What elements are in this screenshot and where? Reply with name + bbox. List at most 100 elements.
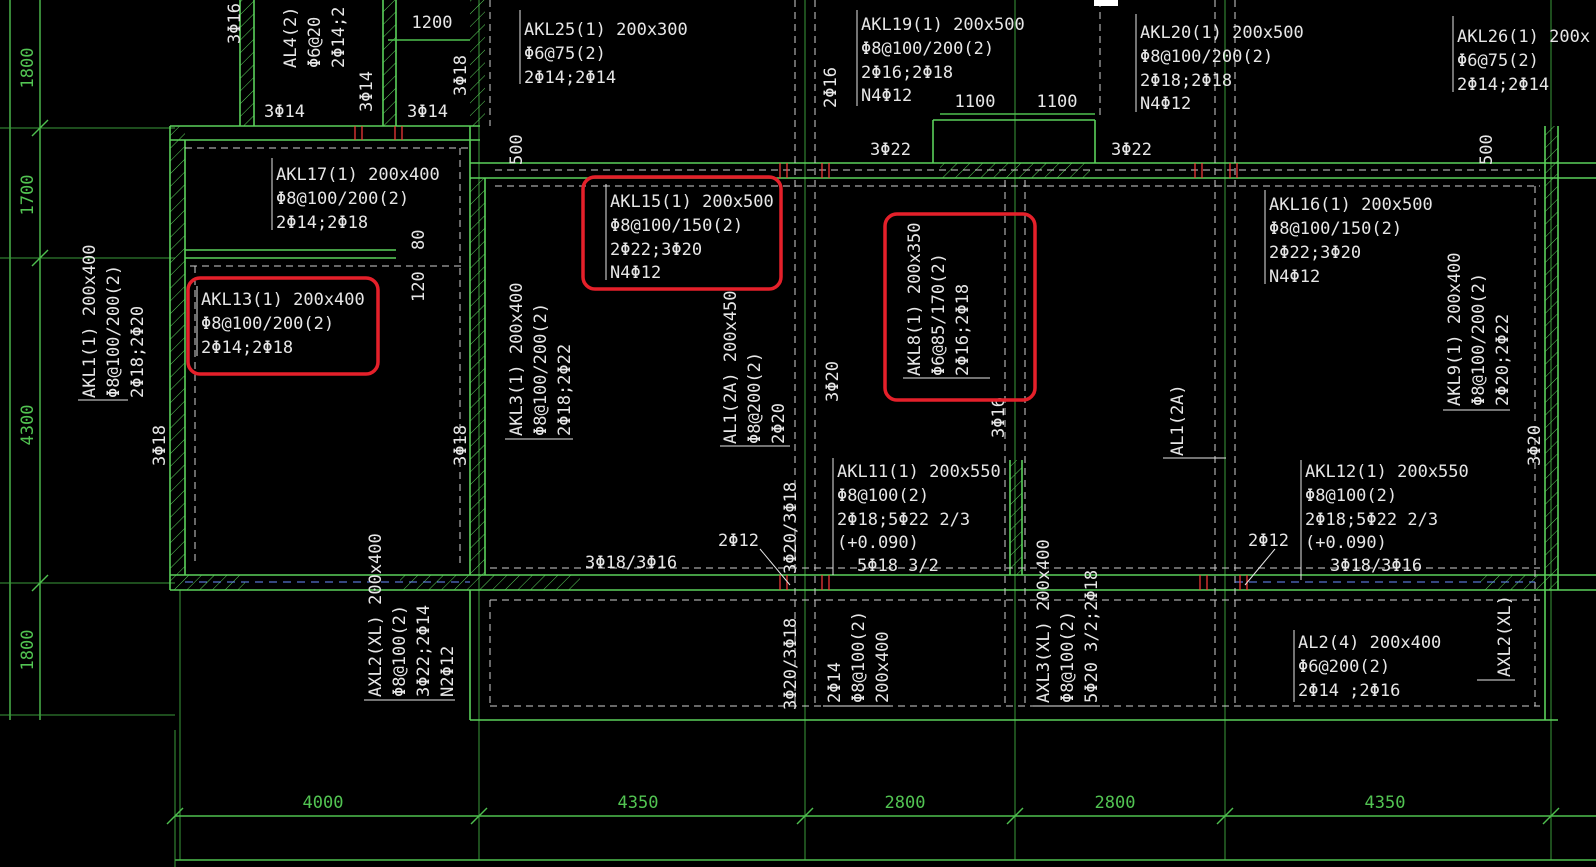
akl12-line-4: (+0.090) [1305, 533, 1387, 553]
left-dimension-labels: 1800 1700 4300 1800 [18, 48, 38, 671]
beam-annotation-akl9[interactable]: AKL9(1) 200x400 Φ8@100/200(2) 2Φ20;2Φ22 [1443, 252, 1513, 411]
dim-left-1800a: 1800 [18, 48, 38, 89]
beam-annotation-akl1[interactable]: AKL1(1) 200x400 Φ8@100/200(2) 2Φ18;2Φ20 [78, 244, 148, 401]
beam-annotation-akl15[interactable]: AKL15(1) 200x500 Φ8@100/150(2) 2Φ22;3Φ20… [605, 184, 774, 283]
beam-outlines-dashed [185, 0, 1540, 707]
akl26-line-1: AKL26(1) 200x [1457, 27, 1590, 47]
beam-annotation-akl3[interactable]: AKL3(1) 200x400 Φ8@100/200(2) 2Φ18;2Φ22 [505, 282, 575, 440]
akl25-line-3: 2Φ14;2Φ14 [524, 68, 616, 88]
rebar-80: 80 [409, 230, 429, 250]
beam-annotation-al2[interactable]: AL2(4) 200x400 Φ6@200(2) 2Φ14 ;2Φ16 [1293, 630, 1441, 702]
akl12-line-2: Φ8@100(2) [1305, 486, 1397, 506]
rebar-3f14-vertical: 3Φ14 [357, 71, 377, 112]
dim-bottom-4000: 4000 [303, 793, 344, 813]
akl15-line-3: 2Φ22;3Φ20 [610, 240, 702, 260]
akl15-line-1: AKL15(1) 200x500 [610, 192, 774, 212]
akl11-line-1: AKL11(1) 200x550 [837, 462, 1001, 482]
beam-annotation-axl2[interactable]: AXL2(XL) 200x400 Φ8@100(2) 3Φ22;2Φ14 N2Φ… [364, 533, 458, 701]
al1b-line-1: AL1(2A) [1168, 384, 1188, 456]
rebar-3f20-3f18-a: 3Φ20/3Φ18 [781, 482, 801, 574]
beam-annotation-akl19[interactable]: AKL19(1) 200x500 Φ8@100/200(2) 2Φ16;2Φ18… [856, 10, 1025, 106]
beam-annotation-axl2-right[interactable]: AXL2(XL) [1477, 595, 1515, 681]
rebar-3f20-3f18-b: 3Φ20/3Φ18 [781, 618, 801, 710]
highlight-akl13 [186, 276, 380, 376]
akl9-line-3: 2Φ20;2Φ22 [1493, 314, 1513, 406]
akl12-line-3: 2Φ18;5Φ22 2/3 [1305, 510, 1438, 530]
beam-annotation-al1a[interactable]: AL1(2A) 200x450 Φ8@200(2) 2Φ20 [720, 290, 790, 447]
beam-annotation-al1b[interactable]: AL1(2A) [1163, 384, 1226, 459]
akl11-line-3: 2Φ18;5Φ22 2/3 [837, 510, 970, 530]
rebar-3f14-b: 3Φ14 [407, 102, 448, 122]
akl17-line-2: Φ8@100/200(2) [276, 189, 409, 209]
bottom-dimension-lines [166, 730, 1596, 867]
axl2-line-4: N2Φ12 [438, 646, 458, 697]
akl3-line-1: AKL3(1) 200x400 [507, 282, 527, 436]
left-dimension-column [0, 0, 175, 720]
akl13-line-1: AKL13(1) 200x400 [201, 290, 365, 310]
akl3-line-2: Φ8@100/200(2) [531, 303, 551, 436]
beam-annotation-axl3[interactable]: AXL3(XL) 200x400 Φ8@100(2) 5Φ20 3/2;2Φ18 [1033, 539, 1102, 707]
rebar-3f22-b: 3Φ22 [1111, 140, 1152, 160]
akl15-line-2: Φ8@100/150(2) [610, 216, 743, 236]
akl9-line-2: Φ8@100/200(2) [1469, 273, 1489, 406]
akl20-line-3: 2Φ18;2Φ18 [1140, 71, 1232, 91]
akl16-line-3: 2Φ22;3Φ20 [1269, 243, 1361, 263]
beam-annotation-akl20[interactable]: AKL20(1) 200x500 Φ8@100/200(2) 2Φ18;2Φ18… [1135, 14, 1304, 114]
akl19-line-4: N4Φ12 [861, 86, 912, 106]
dim-left-4300: 4300 [18, 405, 38, 446]
dim-bottom-4350a: 4350 [618, 793, 659, 813]
rebar-3f20-right: 3Φ20 [1525, 425, 1545, 466]
akl25-line-2: Φ6@75(2) [524, 44, 606, 64]
highlight-akl8 [883, 212, 1037, 402]
dim-left-1700: 1700 [18, 175, 38, 216]
beam-annotation-akl16[interactable]: AKL16(1) 200x500 Φ8@100/150(2) 2Φ22;3Φ20… [1264, 190, 1433, 287]
al1a-line-3: 2Φ20 [769, 403, 789, 444]
rebar-3f18-left: 3Φ18 [150, 425, 170, 466]
akl17-line-1: AKL17(1) 200x400 [276, 165, 440, 185]
beam-annotation-akl8[interactable]: AKL8(1) 200x350 Φ6@85/170(2) 2Φ16;2Φ18 [903, 222, 990, 379]
rebar-3f18-3f16: 3Φ18/3Φ16 [585, 553, 677, 573]
akl9-line-1: AKL9(1) 200x400 [1445, 252, 1465, 406]
akl8-line-2: Φ6@85/170(2) [929, 253, 949, 376]
dim-bottom-4350b: 4350 [1365, 793, 1406, 813]
akl1-line-2: Φ8@100/200(2) [104, 265, 124, 398]
akl19-line-2: Φ8@100/200(2) [861, 39, 994, 59]
rebar-2f16: 2Φ16 [821, 67, 841, 108]
rebar-3f18-mid: 3Φ18 [451, 425, 471, 466]
axl3-line-1: AXL3(XL) 200x400 [1034, 539, 1054, 703]
akl16-line-2: Φ8@100/150(2) [1269, 219, 1402, 239]
rebar-3f16-top: 3Φ16 [225, 3, 245, 44]
akl12-line-1: AKL12(1) 200x550 [1305, 462, 1469, 482]
bottom-dimension-labels: 4000 4350 2800 2800 4350 [303, 793, 1406, 813]
b2814-line-1: 2Φ14 [825, 662, 845, 703]
beam-annotation-akl17[interactable]: AKL17(1) 200x400 Φ8@100/200(2) 2Φ14;2Φ18 [271, 158, 440, 233]
akl8-line-1: AKL8(1) 200x350 [905, 222, 925, 376]
beam-annotation-akl11[interactable]: AKL11(1) 200x550 Φ8@100(2) 2Φ18;5Φ22 2/3… [832, 458, 1001, 576]
dim-left-1800b: 1800 [18, 630, 38, 671]
al4-line-3: 2Φ14;2 [329, 7, 349, 68]
beam-annotation-akl12[interactable]: AKL12(1) 200x550 Φ8@100(2) 2Φ18;5Φ22 2/3… [1300, 460, 1469, 580]
al1a-line-2: Φ8@200(2) [745, 352, 765, 444]
beam-annotation-akl26[interactable]: AKL26(1) 200x Φ6@75(2) 2Φ14;2Φ14 [1452, 16, 1590, 95]
axl3-line-2: Φ8@100(2) [1058, 611, 1078, 703]
dim-top-1100b: 1100 [1037, 92, 1078, 112]
axl3-line-3: 5Φ20 3/2;2Φ18 [1082, 570, 1102, 703]
akl26-line-3: 2Φ14;2Φ14 [1457, 75, 1549, 95]
beam-annotation-al4[interactable]: AL4(2) Φ6@20 2Φ14;2 [281, 7, 349, 68]
top-dimensions [388, 39, 1095, 115]
axis-grid-lines [179, 0, 1552, 860]
dim-top-1100a: 1100 [955, 92, 996, 112]
rebar-3f18-vertical-top: 3Φ18 [451, 55, 471, 96]
beam-annotation-akl25[interactable]: AKL25(1) 200x300 Φ6@75(2) 2Φ14;2Φ14 [519, 10, 688, 88]
akl13-line-2: Φ8@100/200(2) [201, 314, 334, 334]
akl16-line-4: N4Φ12 [1269, 267, 1320, 287]
rebar-3f22-a: 3Φ22 [870, 140, 911, 160]
al2-line-2: Φ6@200(2) [1298, 657, 1390, 677]
akl20-line-1: AKL20(1) 200x500 [1140, 23, 1304, 43]
akl20-line-2: Φ8@100/200(2) [1140, 47, 1273, 67]
b2814-line-3: 200x400 [873, 631, 893, 703]
beam-annotation-b2814[interactable]: 2Φ14 Φ8@100(2) 200x400 [823, 611, 893, 707]
beam-annotation-akl13[interactable]: AKL13(1) 200x400 Φ8@100/200(2) 2Φ14;2Φ18 [196, 286, 365, 358]
dim-top-1200: 1200 [412, 13, 453, 33]
